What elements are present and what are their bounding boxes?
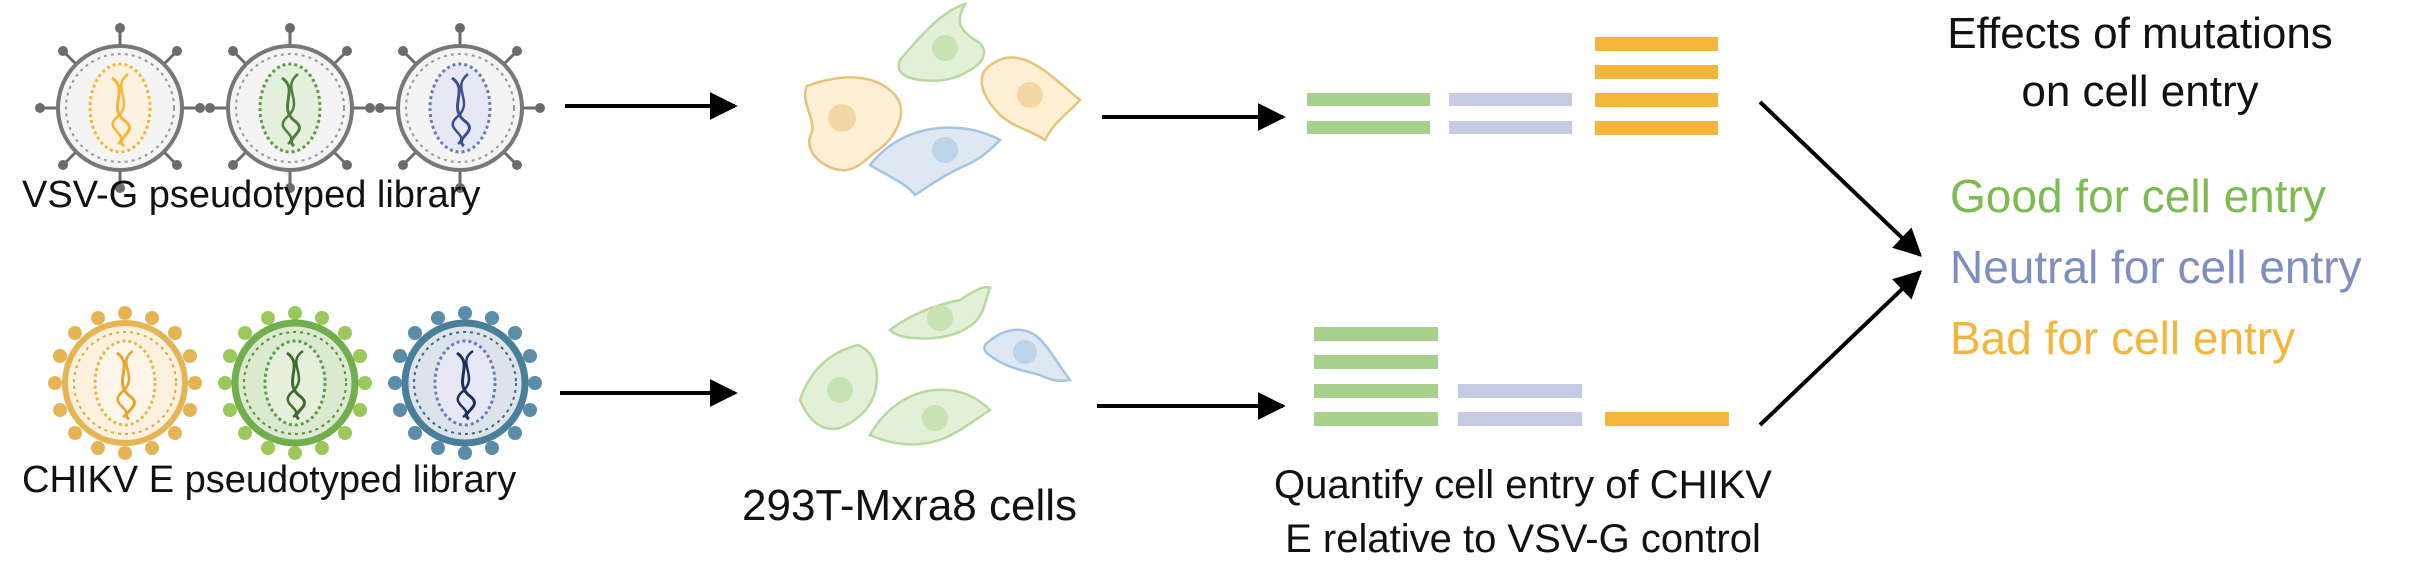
- vsv-virion-icon: [35, 23, 205, 193]
- vsv-virion-icon: [205, 23, 375, 193]
- bad-bar: [1595, 121, 1718, 135]
- vsv-virion-icon: [375, 23, 545, 193]
- cell-icon: [897, 1, 986, 82]
- quantify-label-line2: E relative to VSV-G control: [1285, 517, 1761, 561]
- neutral-bar: [1449, 121, 1572, 134]
- quantify-label-line1: Quantify cell entry of CHIKV: [1274, 463, 1772, 507]
- cell-icon: [868, 388, 992, 446]
- vsv-virus-group: [35, 23, 545, 193]
- effects-title-line1: Effects of mutations: [1947, 9, 2333, 58]
- legend-bad: Bad for cell entry: [1950, 312, 2295, 364]
- chikv-library-label: CHIKV E pseudotyped library: [22, 459, 516, 501]
- bad-bar: [1595, 65, 1718, 79]
- effects-title-line2: on cell entry: [2021, 67, 2258, 116]
- arrow-icon: [1758, 270, 1923, 427]
- good-bar: [1314, 355, 1438, 369]
- legend-good: Good for cell entry: [1950, 170, 2326, 222]
- cell-cluster-top: [804, 1, 1082, 197]
- good-bar: [1314, 412, 1438, 426]
- cell-icon: [888, 285, 992, 340]
- bad-bar: [1605, 412, 1729, 426]
- cell-icon: [983, 328, 1073, 383]
- chikv-virion-icon: [48, 306, 202, 460]
- chikv-virion-icon: [388, 306, 542, 460]
- neutral-bar: [1449, 93, 1572, 106]
- cell-cluster-bottom: [798, 285, 1073, 446]
- bars-chikv: [1314, 327, 1729, 426]
- bars-vsv: [1307, 37, 1718, 135]
- good-bar: [1314, 384, 1438, 398]
- good-bar: [1307, 121, 1430, 134]
- chikv-virion-icon: [218, 306, 372, 460]
- cell-icon: [798, 343, 879, 431]
- cell-icon: [804, 76, 903, 172]
- neutral-bar: [1458, 384, 1582, 398]
- arrow-icon: [1758, 100, 1923, 257]
- cell-icon: [980, 56, 1082, 142]
- good-bar: [1314, 327, 1438, 341]
- cells-label: 293T-Mxra8 cells: [742, 481, 1077, 530]
- bad-bar: [1595, 93, 1718, 107]
- cell-icon: [868, 126, 1003, 197]
- good-bar: [1307, 93, 1430, 106]
- legend-neutral: Neutral for cell entry: [1950, 241, 2362, 293]
- neutral-bar: [1458, 412, 1582, 426]
- chikv-virus-group: [48, 306, 542, 460]
- vsv-library-label: VSV-G pseudotyped library: [22, 174, 480, 216]
- bad-bar: [1595, 37, 1718, 51]
